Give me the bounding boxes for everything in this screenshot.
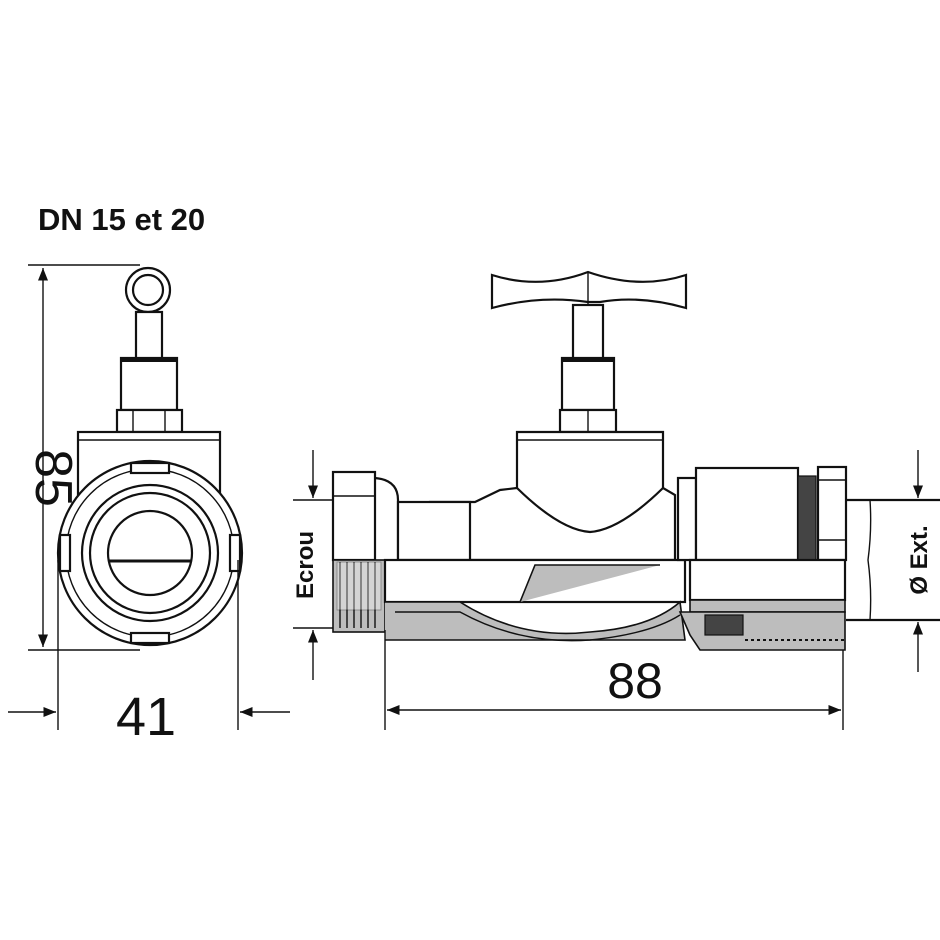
nut-dimension-label: Ecrou bbox=[292, 531, 319, 599]
drawing-title: DN 15 et 20 bbox=[38, 202, 205, 237]
length-dimension: 88 bbox=[607, 653, 663, 709]
height-dimension: 85 bbox=[24, 449, 82, 507]
side-view: Ecrou Ø Ext. 88 bbox=[292, 270, 940, 730]
width-dimension: 41 bbox=[116, 687, 176, 747]
outer-diameter-label: Ø Ext. bbox=[906, 525, 933, 594]
end-view: 85 41 bbox=[8, 264, 290, 747]
nut-tabs bbox=[58, 461, 242, 645]
